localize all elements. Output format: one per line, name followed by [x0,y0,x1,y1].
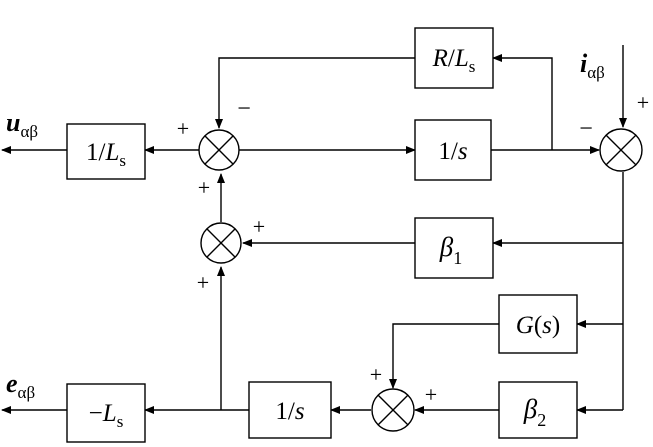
sign-sum2-right: + [253,214,265,239]
label-u-output: uαβ [6,108,38,141]
label-e-output: eαβ [6,369,35,402]
svg-text:G(s): G(s) [516,312,560,339]
block-r-over-ls: R/Ls [414,27,494,89]
sign-sum3-left: − [579,116,593,142]
block-neg-ls: −Ls [66,383,146,443]
wire-feedback-to-r-over-ls [492,54,553,150]
block-integrator-bottom: 1/s [248,381,332,439]
sign-sum1-left: + [177,116,189,141]
summing-junction-3 [599,128,643,172]
block-inv-ls: 1/Ls [66,123,146,180]
sign-sum1-bottom: + [198,175,210,200]
svg-text:β2: β2 [523,394,546,430]
block-beta1: β1 [414,217,494,279]
svg-text:R/Ls: R/Ls [432,45,476,76]
block-integrator-top: 1/s [414,119,492,181]
svg-text:1/Ls: 1/Ls [86,139,126,170]
summing-junction-2 [200,222,242,264]
block-g-of-s: G(s) [498,294,578,354]
block-beta2: β2 [498,381,578,439]
wire-r-over-ls-to-sum1 [215,57,415,129]
summing-junction-4 [371,388,415,432]
sign-sum2-bottom: + [197,270,209,295]
signal-wires [1,45,627,414]
sign-sum1-top: − [237,96,251,122]
sign-sum3-right: + [637,90,649,115]
sign-sum4-top: + [370,362,382,387]
svg-text:β1: β1 [439,232,462,268]
summing-junction-1 [198,129,240,171]
wire-g-of-s-to-sum4 [389,323,499,389]
svg-text:1/s: 1/s [438,138,467,165]
svg-text:−Ls: −Ls [89,400,124,431]
label-i-input: iαβ [580,49,605,82]
svg-text:1/s: 1/s [275,398,304,425]
sign-sum4-right: + [425,382,437,407]
